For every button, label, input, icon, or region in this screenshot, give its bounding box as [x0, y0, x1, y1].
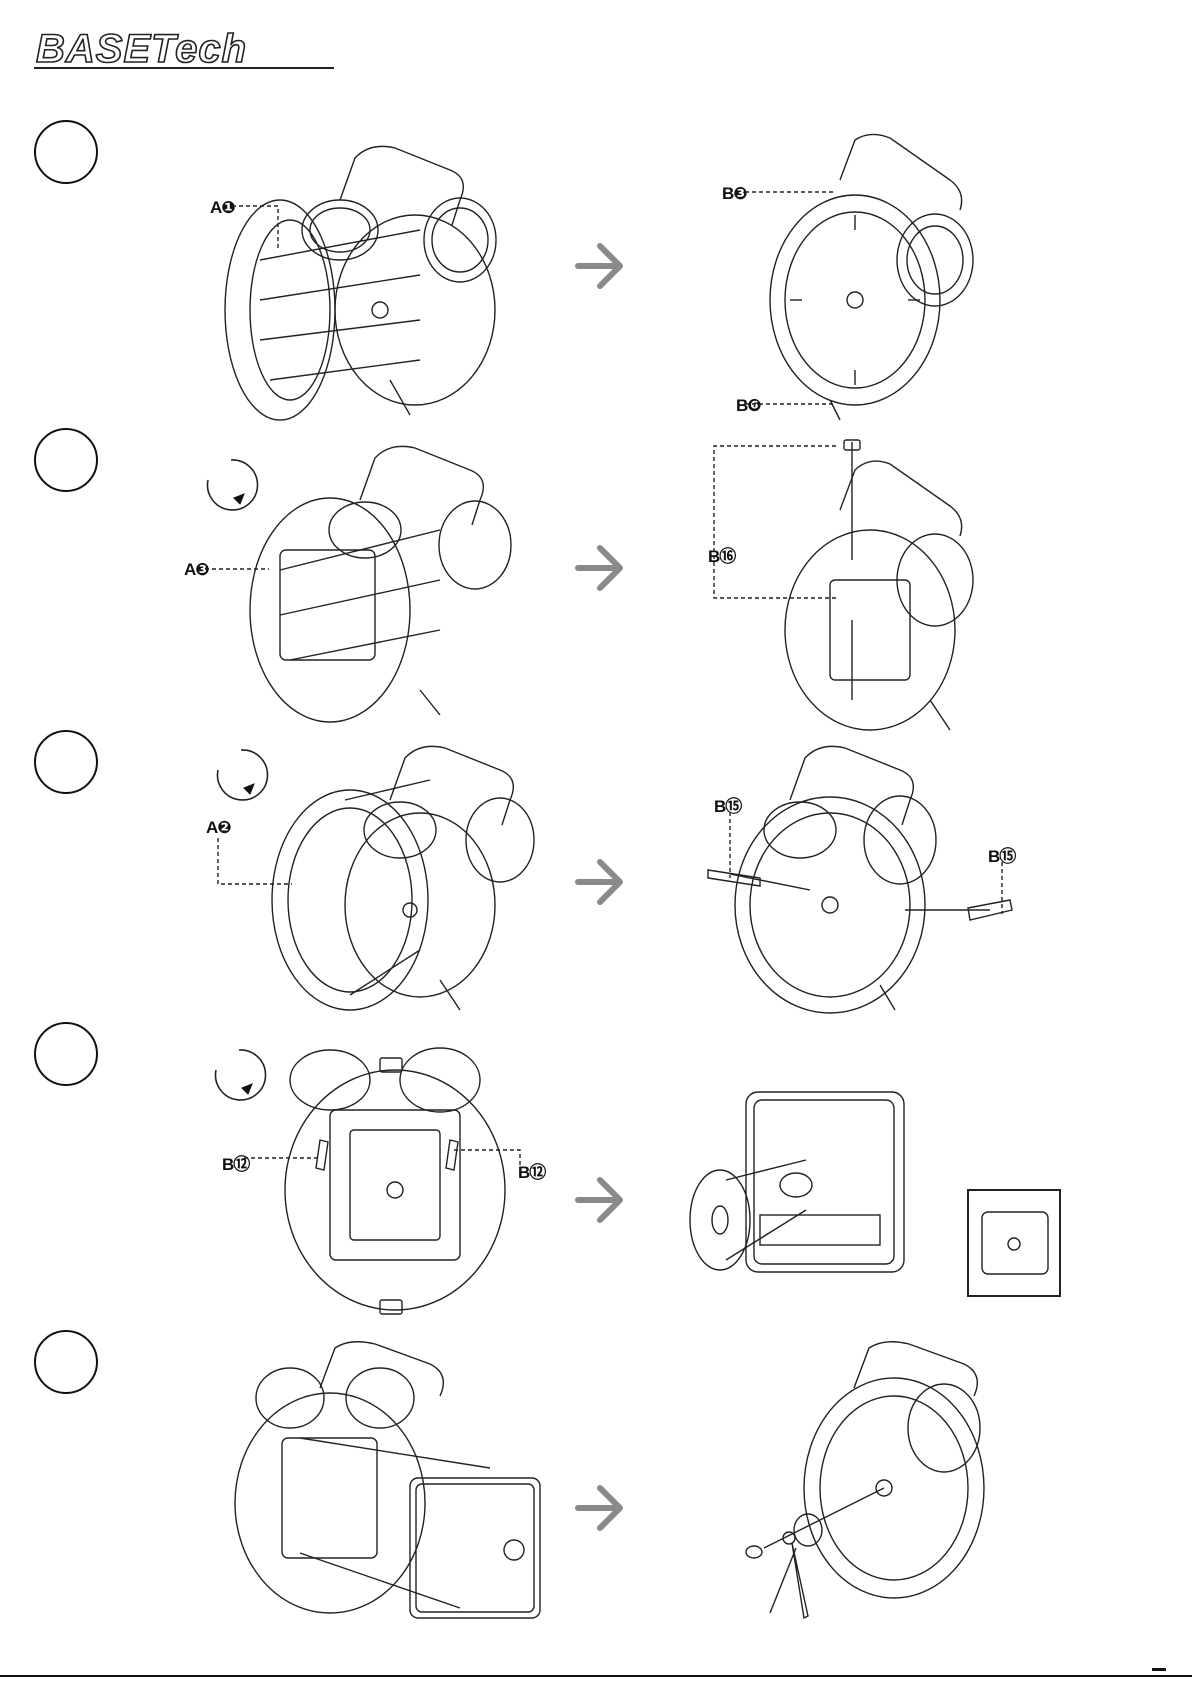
arrow-right-icon — [572, 1172, 628, 1228]
step-4-clock-movement-illustration — [686, 1090, 916, 1280]
leader-line — [998, 862, 1008, 918]
movement-detail-inset — [968, 1190, 1062, 1298]
arrow-right-icon — [572, 540, 628, 596]
leader-line — [216, 838, 296, 898]
leader-line — [712, 444, 842, 604]
basetech-logo: BASETech — [34, 30, 364, 70]
arrow-right-icon — [572, 854, 628, 910]
label-b3: B❸ — [722, 184, 747, 204]
svg-text:BASETech: BASETech — [36, 30, 247, 70]
step-2-clock-back-frame-illustration — [240, 440, 520, 720]
step-1-circle — [34, 120, 98, 184]
step-2-circle — [34, 428, 98, 492]
step-1-clock-front-ring-illustration — [220, 140, 520, 420]
arrow-right-icon — [572, 1480, 628, 1536]
step-3-clock-front-ring-illustration — [270, 740, 540, 1020]
step-3-clock-with-feet-illustration — [700, 740, 1020, 1020]
label-a2: A❷ — [206, 818, 231, 838]
rotate-clockwise-icon — [204, 1040, 274, 1110]
rotate-clockwise-icon — [206, 740, 276, 810]
leader-line — [244, 1148, 544, 1178]
step-5-clock-insert-movement-illustration — [230, 1338, 550, 1628]
step-5-clock-hands-illustration — [744, 1338, 1004, 1628]
step-5-circle — [34, 1330, 98, 1394]
arrow-right-icon — [572, 238, 628, 294]
step-3-circle — [34, 730, 98, 794]
leader-line — [726, 812, 736, 882]
step-4-circle — [34, 1022, 98, 1086]
leader-line — [745, 190, 845, 410]
leader-line — [205, 565, 275, 575]
page-footer-mark — [1152, 1668, 1166, 1671]
leader-line — [230, 200, 290, 250]
page-footer-rule — [0, 1675, 1192, 1677]
